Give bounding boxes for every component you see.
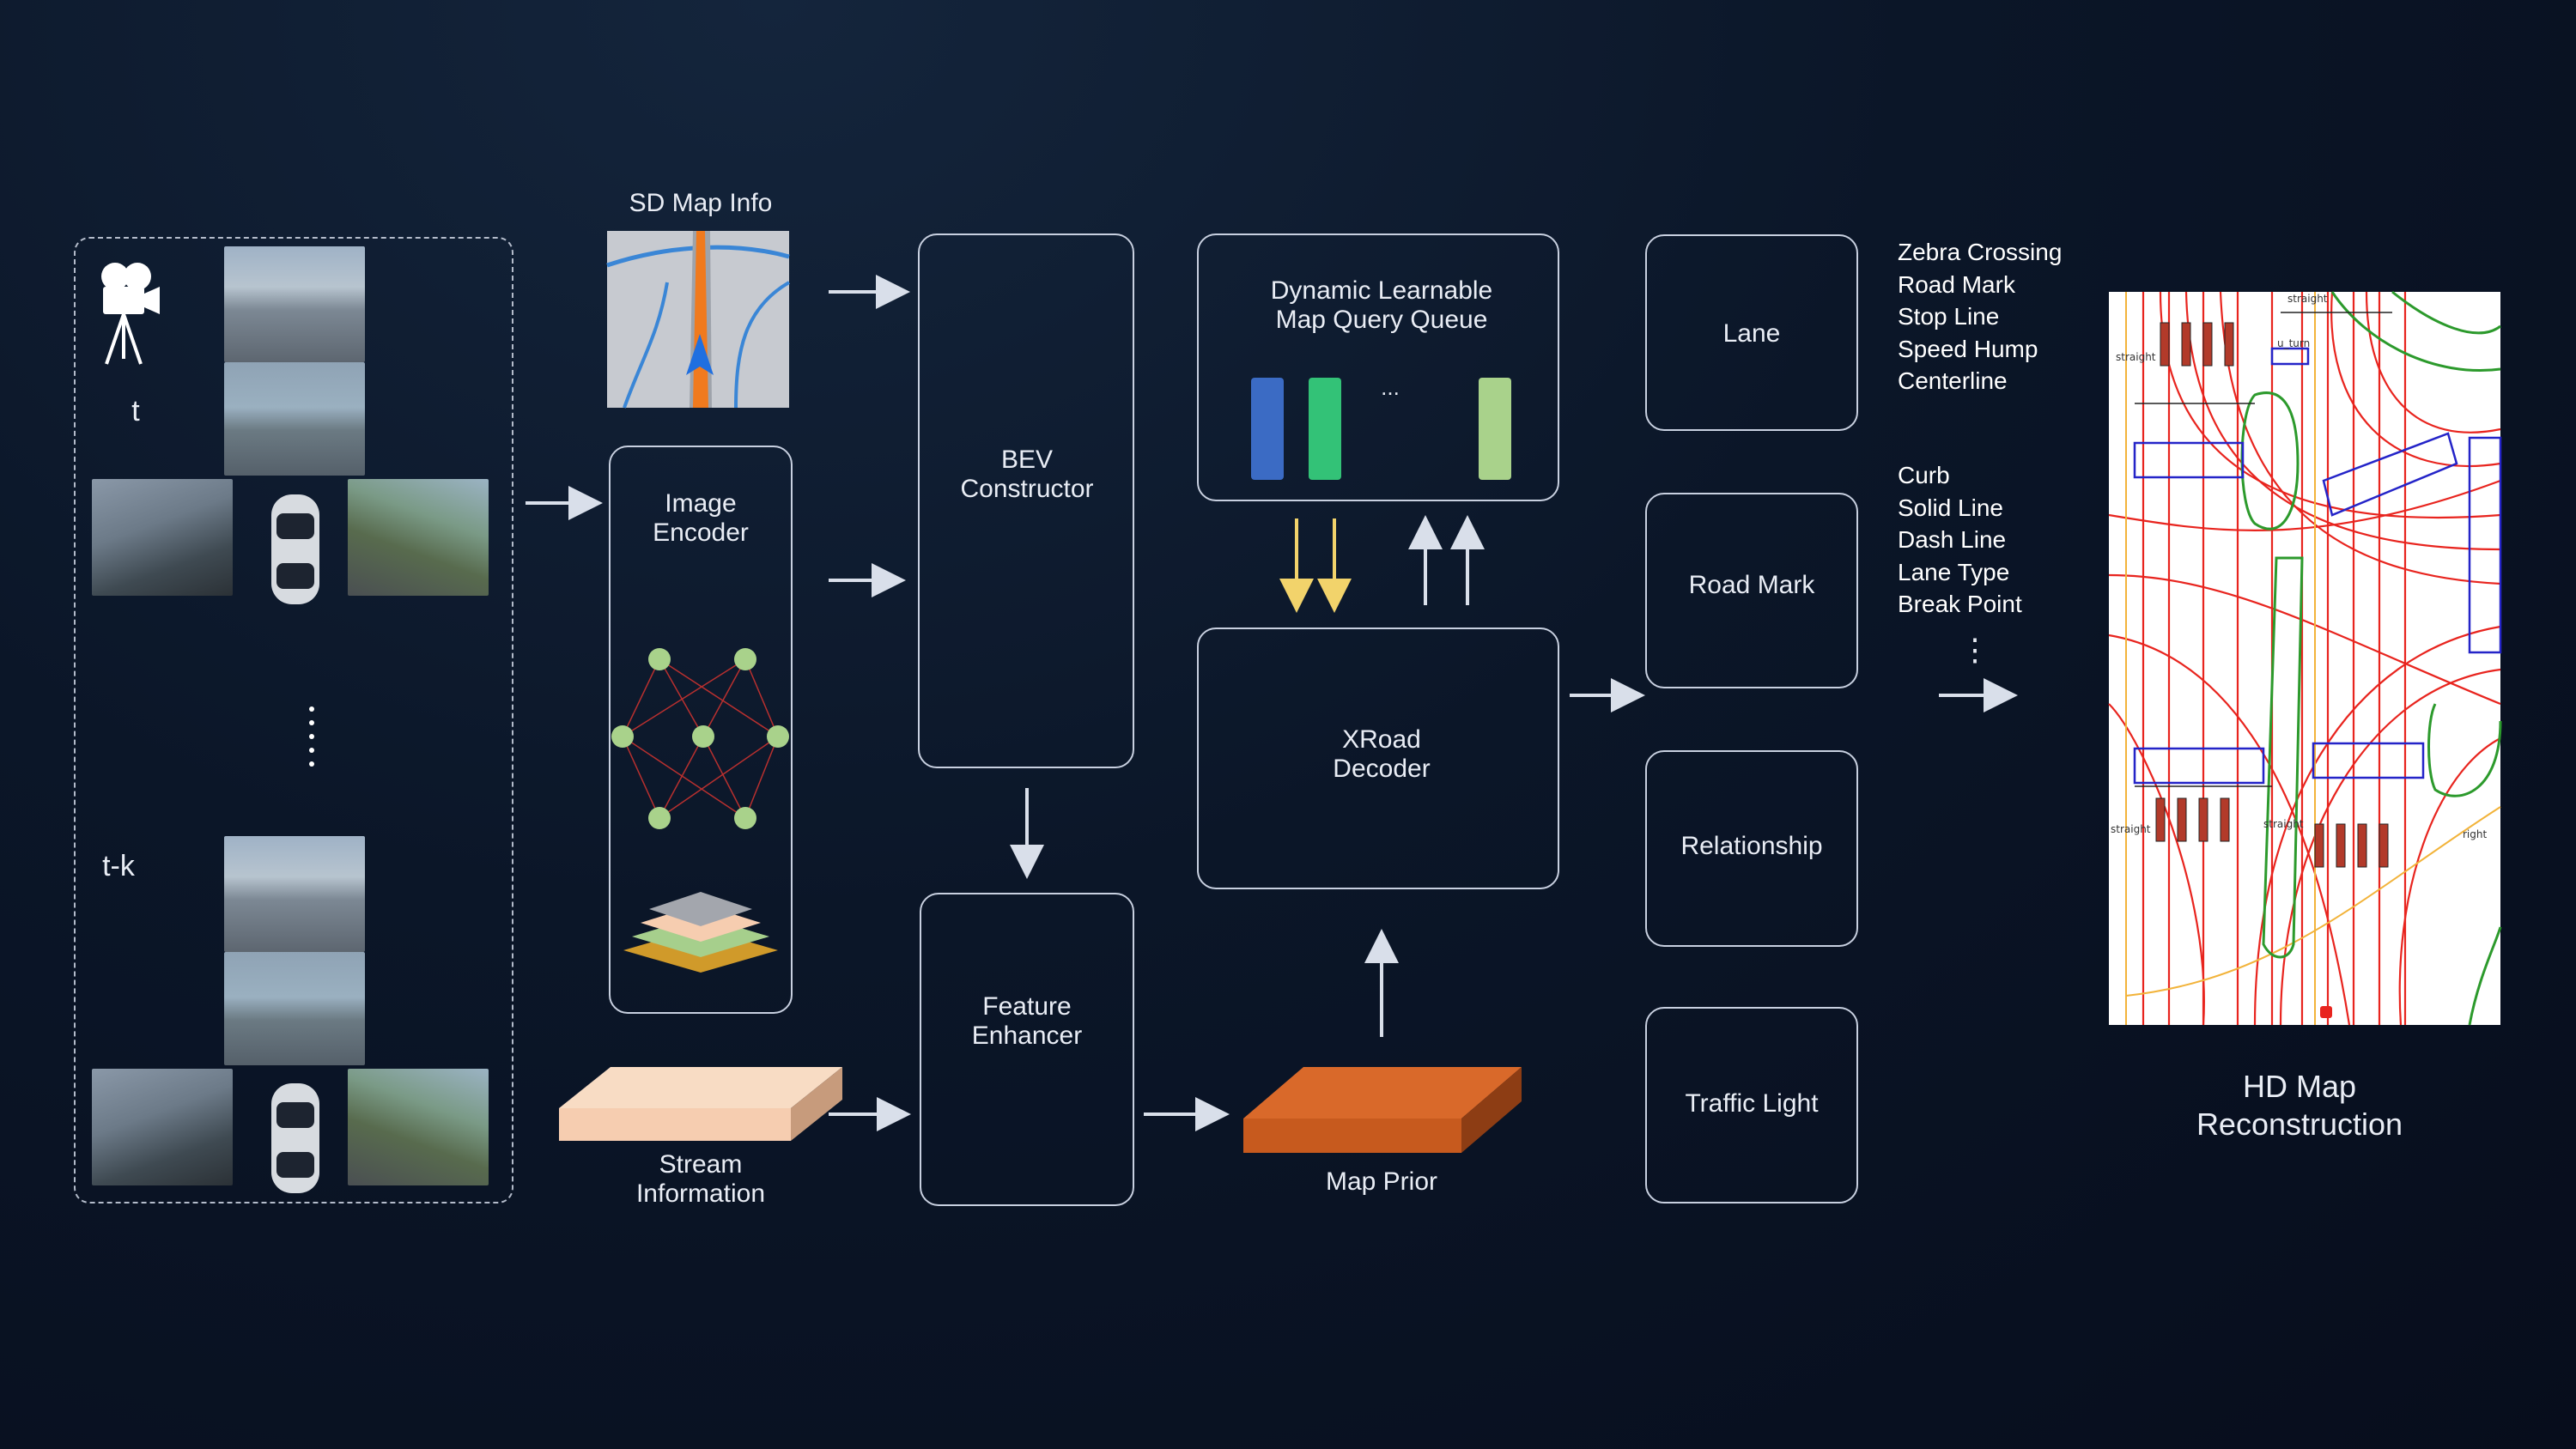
attribute-item: Stop Line [1898,303,2000,330]
hd-map-title-text: HD Map Reconstruction [2196,1069,2403,1142]
left-camera-frame-tk [92,1069,233,1185]
front-wide-camera-frame-tk [224,952,365,1065]
attribute-list-2: Curb Solid Line Dash Line Lane Type Brea… [1898,459,2022,621]
feature-enhancer-box [920,893,1134,1206]
left-camera-frame [92,479,233,596]
neural-network-icon [611,648,789,829]
lane-head-label: Lane [1722,319,1781,348]
map-text-right: right [2463,828,2487,840]
bev-constructor-box [918,233,1134,768]
relationship-head-box [1645,750,1858,947]
xroad-decoder-text: XRoad Decoder [1333,725,1431,783]
bev-constructor-text: BEV Constructor [960,446,1094,503]
attribute-item: Dash Line [1898,526,2007,553]
right-camera-frame-tk [348,1069,489,1185]
image-encoder-text: Image Encoder [653,489,749,547]
image-encoder-label: Image Encoder [653,489,749,548]
feature-enhancer-text: Feature Enhancer [971,992,1083,1050]
attribute-item: Lane Type [1898,558,2010,585]
xroad-decoder-box [1197,627,1559,889]
map-query-queue-box [1197,233,1559,501]
hd-map-image: straight straight straight straight u_tu… [2108,290,2502,1026]
relationship-head-label: Relationship [1680,832,1823,860]
map-query-queue-text: Dynamic Learnable Map Query Queue [1270,276,1493,334]
map-prior-label: Map Prior [1325,1167,1438,1196]
ego-marker [2320,1006,2332,1018]
road-mark-head-box [1645,493,1858,688]
ego-car-icon-tk [271,1083,319,1193]
vertical-ellipsis-icon [309,706,314,767]
traffic-light-head-box [1645,1007,1858,1203]
stream-information-label: Stream Information [636,1150,765,1209]
sd-map-title: SD Map Info [629,189,773,217]
feature-layers-icon [623,892,778,973]
query-bar-3 [1479,378,1511,480]
time-tk-label: t-k [102,850,135,882]
video-camera-icon [101,263,160,365]
front-camera-frame-tk [224,836,365,952]
map-text-straight-2: straight [2287,293,2328,305]
lane-head-box [1645,234,1858,431]
xroad-decoder-label: XRoad Decoder [1333,725,1430,784]
attribute-ellipsis: ⋮ [1959,632,1990,667]
map-text-straight-4: straight [2263,818,2304,830]
attribute-item: Curb [1898,462,1950,488]
front-camera-frame [224,246,365,362]
ego-car-icon [271,494,319,604]
query-bar-1 [1251,378,1284,480]
attribute-item: Solid Line [1898,494,2003,521]
map-query-queue-label: Dynamic Learnable Map Query Queue [1271,276,1492,335]
query-ellipsis: ... [1381,374,1400,400]
bev-constructor-label: BEV Constructor [960,446,1093,504]
map-text-u-turn: u_turn [2277,337,2310,349]
attribute-item: Break Point [1898,591,2022,617]
map-text-straight-1: straight [2116,351,2156,363]
attribute-item: Speed Hump [1898,335,2038,362]
attribute-item: Road Mark [1898,270,2015,298]
map-prior-block [1243,1067,1522,1153]
sd-map-image [606,231,791,409]
front-wide-camera-frame [224,362,365,476]
stream-information-block [559,1067,842,1141]
image-encoder-box [609,446,793,1014]
right-camera-frame [348,479,489,596]
road-mark-head-label: Road Mark [1688,571,1815,599]
traffic-light-head-label: Traffic Light [1685,1089,1819,1118]
feature-enhancer-label: Feature Enhancer [972,992,1082,1051]
attribute-list-1: Zebra Crossing Road Mark Stop Line Speed… [1898,236,2062,397]
query-bar-2 [1309,378,1341,480]
stream-information-text: Stream Information [635,1150,766,1208]
camera-input-panel [74,237,513,1203]
attribute-item: Centerline [1898,367,2008,394]
hd-map-title: HD Map Reconstruction [2196,1068,2403,1143]
time-t-label: t [131,395,140,427]
map-text-straight-3: straight [2111,823,2151,835]
attribute-item: Zebra Crossing [1898,239,2063,265]
